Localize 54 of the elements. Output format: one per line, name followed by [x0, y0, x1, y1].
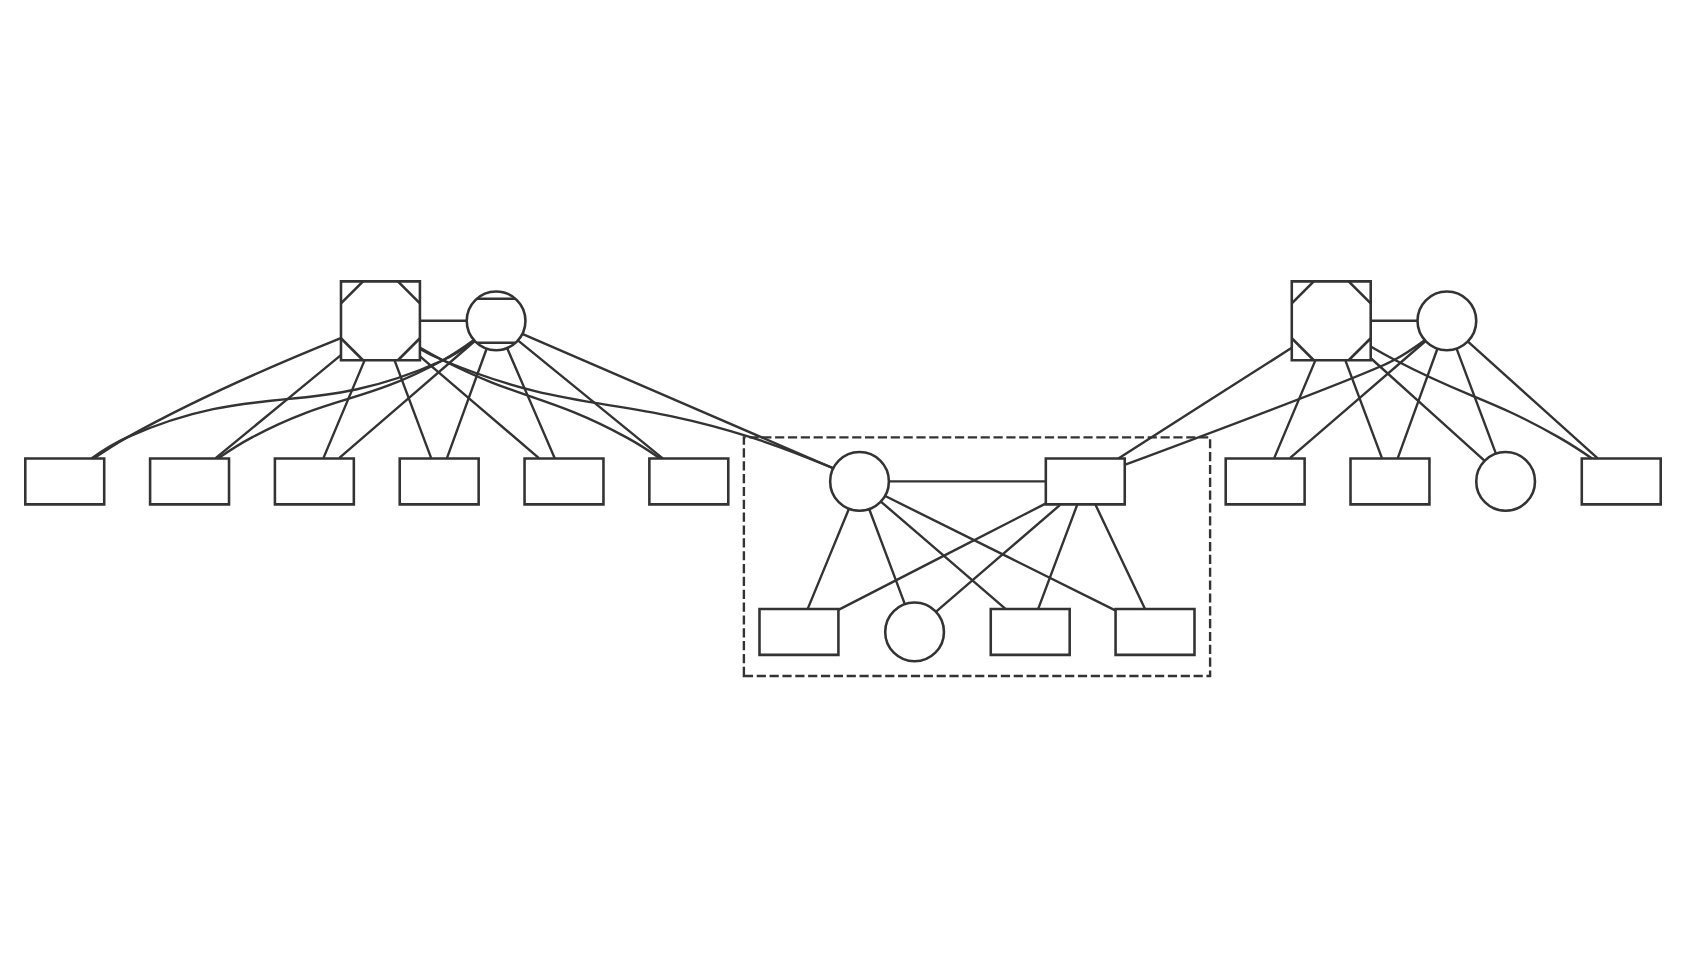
connector: [806, 507, 851, 609]
connector: [506, 347, 556, 458]
node-box: [523, 456, 605, 505]
connector: [1037, 503, 1079, 609]
node-box: [148, 456, 231, 505]
connector: [93, 336, 342, 459]
connector: [419, 347, 834, 469]
connector: [837, 501, 1046, 610]
node-box: [758, 606, 840, 656]
node-circle: [883, 600, 946, 662]
cluster: [742, 435, 1212, 677]
connector: [935, 503, 1061, 612]
connector: [338, 339, 476, 458]
connector: [90, 338, 476, 459]
connector: [1370, 344, 1593, 459]
connector: [1124, 338, 1426, 465]
connector: [1396, 347, 1439, 458]
connector: [517, 338, 664, 459]
connector: [1289, 339, 1427, 458]
node-circle: [465, 289, 527, 351]
connector: [445, 347, 488, 458]
node-box: [273, 456, 356, 505]
node-box: [1114, 606, 1196, 656]
connector: [1344, 359, 1383, 458]
connector: [1117, 345, 1293, 459]
connector: [868, 508, 906, 604]
node-circle: [1416, 289, 1478, 351]
connector: [884, 493, 1116, 611]
node-box: [989, 606, 1071, 656]
connector: [1467, 340, 1599, 459]
node-circle: [1474, 449, 1537, 512]
node-box: [1580, 456, 1662, 505]
node-box: [1349, 456, 1431, 505]
connector: [889, 479, 1046, 482]
connector: [214, 353, 342, 459]
connector: [419, 354, 540, 459]
connector: [393, 359, 433, 458]
node-box: [1224, 456, 1306, 505]
node-box: [648, 456, 730, 505]
connector: [420, 318, 467, 321]
connector: [1455, 347, 1497, 454]
node-circle: [828, 449, 891, 512]
connector: [1371, 318, 1418, 321]
connector: [880, 499, 1007, 609]
connector: [322, 359, 366, 458]
connector: [1273, 359, 1317, 458]
node-box: [24, 456, 106, 505]
node-box: [1044, 456, 1127, 505]
connector: [1094, 503, 1146, 609]
node-box: [398, 456, 480, 505]
connector: [217, 338, 475, 459]
connector: [1370, 356, 1486, 461]
connector: [419, 345, 661, 459]
connector: [522, 332, 834, 469]
